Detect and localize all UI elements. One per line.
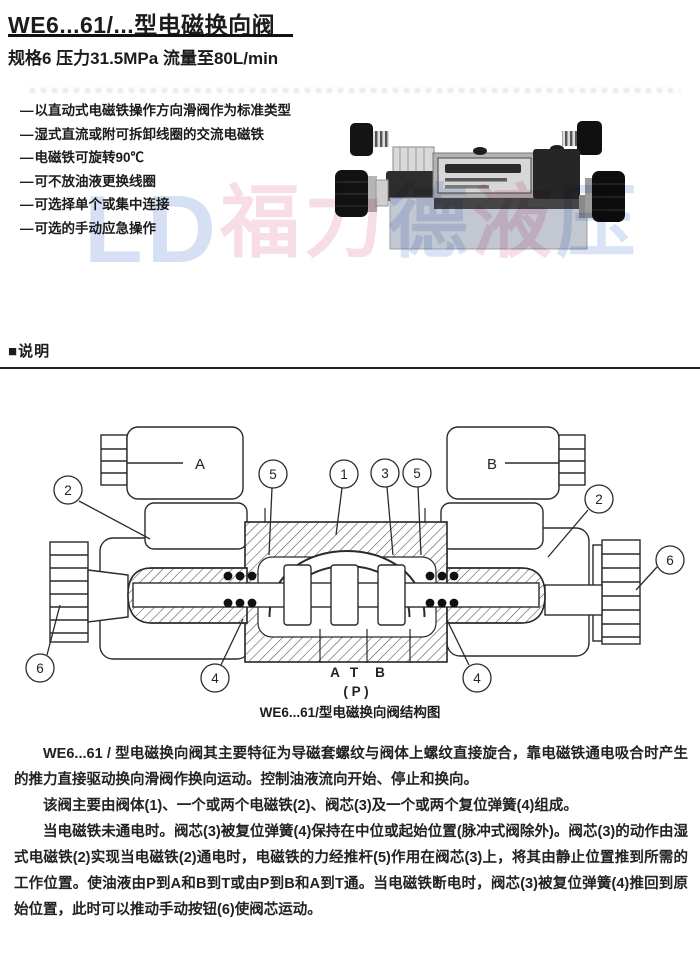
callout-1: 1 (329, 459, 359, 536)
diagram-caption: WE6...61/型电磁换向阀结构图 (259, 705, 441, 720)
return-springs (223, 571, 459, 608)
callout-5-right: 5 (402, 458, 432, 556)
svg-text:2: 2 (64, 483, 72, 498)
feature-item: —可选的手动应急操作 (20, 217, 350, 241)
ports: A T B ( P ) (319, 629, 411, 699)
product-photo (335, 121, 625, 250)
feature-text: 可不放油液更换线圈 (34, 173, 157, 189)
title-underline (8, 34, 293, 37)
section-heading-text: 说明 (18, 343, 51, 360)
connector-b: B (446, 426, 586, 500)
solenoid-top-right (440, 502, 544, 550)
callout-4-right: 4 (446, 619, 492, 693)
solenoid-top-left (144, 502, 248, 550)
dash-icon: — (20, 126, 34, 142)
svg-text:4: 4 (211, 671, 219, 686)
dash-icon: — (20, 197, 34, 212)
callout-4-left: 4 (200, 618, 244, 693)
description-paragraph: WE6...61 / 型电磁换向阀其主要特征为导磁套螺纹与阀体上螺纹直接旋合，靠… (14, 746, 688, 788)
svg-text:6: 6 (36, 661, 44, 676)
photo-end-knob-right (579, 171, 625, 222)
feature-list: —以直动式电磁铁操作方向滑阀作为标准类型 —湿式直流或附可拆卸线圈的交流电磁铁 … (20, 99, 350, 240)
callout-2-left: 2 (53, 475, 151, 540)
feature-text: 湿式直流或附可拆卸线圈的交流电磁铁 (34, 126, 265, 142)
svg-text:5: 5 (269, 467, 277, 482)
section-heading: ■说明 (8, 340, 50, 361)
push-rod-pins (264, 508, 426, 523)
photo-valve-body (389, 145, 588, 250)
photo-end-knob-left (335, 170, 389, 217)
page-title: WE6...61/...型电磁换向阀 (8, 12, 276, 38)
feature-text: 可选的手动应急操作 (34, 220, 157, 236)
callouts: 2 5 1 3 5 2 6 6 4 4 (25, 458, 685, 693)
connector-a: A (100, 426, 244, 500)
svg-text:2: 2 (595, 492, 603, 507)
feature-item: —电磁铁可旋转90℃ (20, 146, 350, 170)
svg-text:6: 6 (666, 553, 674, 568)
feature-item: —可选择单个或集中连接 (20, 193, 350, 217)
photo-din-connector-left (392, 146, 435, 174)
callout-6-right: 6 (635, 545, 685, 591)
page-subtitle: 规格6 压力31.5MPa 流量至80L/min (8, 49, 279, 68)
dash-icon: — (20, 150, 34, 165)
callout-3: 3 (370, 458, 400, 556)
port-p-label: ( P ) (343, 684, 368, 699)
port-t-label: T (350, 665, 359, 680)
svg-text:3: 3 (381, 466, 389, 481)
dash-icon: — (20, 173, 34, 189)
description-paragraph: 当电磁铁未通电时。阀芯(3)被复位弹簧(4)保持在中位或起始位置(脉冲式阀除外)… (14, 824, 688, 918)
port-b-label: B (375, 665, 385, 680)
dash-icon: — (20, 103, 34, 118)
connector-b-label: B (487, 456, 497, 473)
section-marker-icon: ■ (8, 343, 19, 360)
feature-item: —湿式直流或附可拆卸线圈的交流电磁铁 (20, 123, 350, 147)
photo-coil-right (533, 149, 580, 199)
feature-item: —可不放油液更换线圈 (20, 170, 350, 194)
dash-icon: — (20, 220, 34, 236)
photo-small-knob-right (562, 121, 602, 155)
scan-artifact (30, 88, 680, 93)
photo-coil-left (386, 171, 435, 201)
valve-structure-diagram: A B (25, 426, 685, 699)
description-text: WE6...61 / 型电磁换向阀其主要特征为导磁套螺纹与阀体上螺纹直接旋合，靠… (14, 741, 688, 923)
connector-a-label: A (195, 456, 205, 473)
description-paragraph: 该阀主要由阀体(1)、一个或两个电磁铁(2)、阀芯(3)及一个或两个复位弹簧(4… (43, 798, 578, 814)
callout-6-left: 6 (25, 604, 61, 683)
feature-item: —以直动式电磁铁操作方向滑阀作为标准类型 (20, 99, 350, 123)
svg-text:1: 1 (340, 467, 348, 482)
feature-text: 电磁铁可旋转90℃ (34, 150, 145, 165)
svg-text:4: 4 (473, 671, 481, 686)
feature-text: 可选择单个或集中连接 (34, 197, 170, 212)
callout-2-right: 2 (547, 484, 614, 558)
photo-small-knob-left (350, 123, 389, 156)
port-a-label: A (330, 665, 340, 680)
spool (132, 564, 540, 626)
feature-text: 以直动式电磁铁操作方向滑阀作为标准类型 (34, 103, 292, 118)
svg-text:5: 5 (413, 466, 421, 481)
section-rule (0, 367, 700, 369)
manual-button-left (49, 541, 129, 643)
callout-5-left: 5 (258, 459, 288, 556)
manual-button-right (544, 539, 641, 645)
